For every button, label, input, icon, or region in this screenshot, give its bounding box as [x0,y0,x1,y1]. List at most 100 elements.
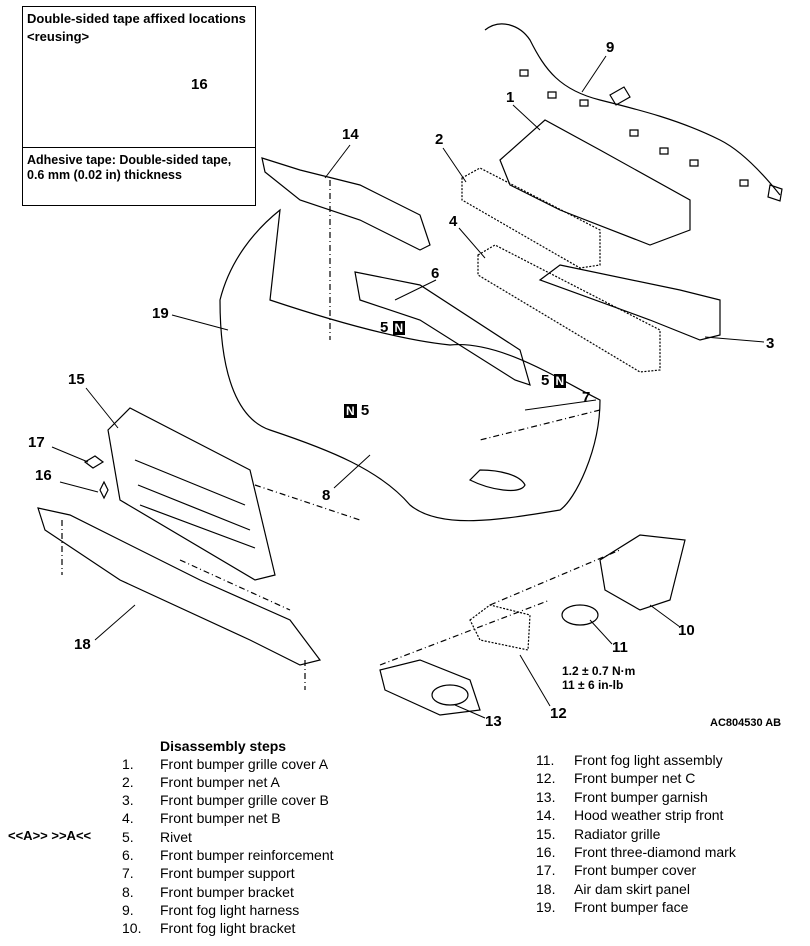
callout-8: 8 [322,487,331,504]
step-number: 19. [536,899,556,915]
bumper-reinforcement [354,271,531,386]
step-number: 3. [122,792,134,808]
step-5-note: <<A>> >>A<< [8,828,92,843]
fog-light-harness [484,23,781,196]
leader-lines [51,55,765,719]
step-label: Front bumper face [574,899,689,915]
fog-light-bracket [599,534,686,611]
callout-5-c-number: 5 [360,402,370,419]
callout-12: 12 [550,705,567,722]
step-label: Front fog light bracket [160,920,296,936]
callout-5-a: 5 N [380,319,406,336]
step-label: Front bumper net C [574,770,696,786]
step-number: 5. [122,829,134,845]
figure-code: AC804530 AB [710,717,782,729]
step-number: 17. [536,862,556,878]
step-number: 7. [122,865,134,881]
step-number: 13. [536,789,556,805]
callout-7: 7 [582,389,591,406]
step-label: Radiator grille [574,826,661,842]
step-number: 12. [536,770,556,786]
garnish-opening [431,684,469,706]
torque-imperial: 11 ± 6 in-lb [562,678,624,692]
step-label: Front bumper bracket [160,884,294,900]
step-label: Front bumper net B [160,810,281,826]
step-number: 18. [536,881,556,897]
step-label: Front bumper reinforcement [160,847,334,863]
step-label: Front fog light harness [160,902,300,918]
callout-2: 2 [435,131,444,148]
callout-15: 15 [68,371,85,388]
three-diamond-mark-small [99,480,109,500]
torque-metric: 1.2 ± 0.7 N·m [562,664,636,678]
step-number: 9. [122,902,134,918]
harness-connector [767,184,783,202]
callout-5-c: N 5 [344,403,369,418]
callout-14: 14 [342,126,359,143]
callout-9: 9 [606,39,615,56]
step-label: Front bumper garnish [574,789,708,805]
air-dam-skirt [37,507,322,666]
step-number: 11. [536,752,555,768]
callout-13: 13 [485,713,502,730]
step-number: 10. [122,920,142,936]
step-number: 16. [536,844,556,860]
grille-cover-a [499,119,691,246]
harness-clips [519,69,749,187]
step-number: 1. [122,756,134,772]
callout-5-b-number: 5 [541,372,550,389]
step-label: Front fog light assembly [574,752,723,768]
new-part-badge: N [553,374,567,388]
callout-19: 19 [152,305,169,322]
bumper-cover-part [83,455,105,469]
step-number: 8. [122,884,134,900]
tape-box-description: Adhesive tape: Double-sided tape, 0.6 mm… [27,153,232,182]
step-number: 6. [122,847,134,863]
harness-connector [609,86,631,106]
disassembly-steps: Disassembly steps <<A>> >>A<< 1. Front bu… [0,738,810,946]
bumper-net-c [469,604,531,651]
callout-3: 3 [766,335,775,352]
step-label: Front bumper grille cover A [160,756,329,772]
bumper-face [219,208,601,522]
tape-box-title: Double-sided tape affixed locations [27,11,246,26]
step-label: Front bumper support [160,865,295,881]
step-label: Front bumper cover [574,862,697,878]
callout-10: 10 [678,622,695,639]
bumper-net-b [477,244,661,373]
callout-11: 11 [612,639,628,656]
callout-1: 1 [506,89,515,106]
step-number: 2. [122,774,134,790]
step-label: Hood weather strip front [574,807,724,823]
step-label: Front bumper grille cover B [160,792,329,808]
tape-info-box: Double-sided tape affixed locations <reu… [22,6,256,206]
callout-16: 16 [35,467,52,484]
callout-6: 6 [431,265,440,282]
callout-17: 17 [28,434,45,451]
callout-5-a-number: 5 [380,319,389,336]
tape-box-subtitle: <reusing> [27,29,90,44]
fog-light-assembly [561,604,599,626]
bumper-garnish [379,659,481,716]
step-label: Air dam skirt panel [574,881,690,897]
step-label: Front bumper net A [160,774,280,790]
bumper-net-a [461,167,601,269]
steps-title: Disassembly steps [160,738,287,754]
callout-16-box: 16 [191,76,208,93]
step-number: 15. [536,826,556,842]
step-label: Rivet [160,829,192,845]
new-part-badge: N [344,404,357,418]
grille-bars [134,459,256,549]
callout-4: 4 [449,213,458,230]
step-label: Front three-diamond mark [574,844,736,860]
hood-weather-strip [261,157,431,251]
step-number: 4. [122,810,134,826]
tape-box-divider [23,147,255,148]
callout-18: 18 [74,636,91,653]
new-part-badge: N [392,321,406,335]
fog-light-opening [468,469,526,492]
step-number: 14. [536,807,556,823]
radiator-grille [107,407,276,581]
callout-5-b: 5 N [541,372,567,389]
alignment-lines [179,409,621,666]
